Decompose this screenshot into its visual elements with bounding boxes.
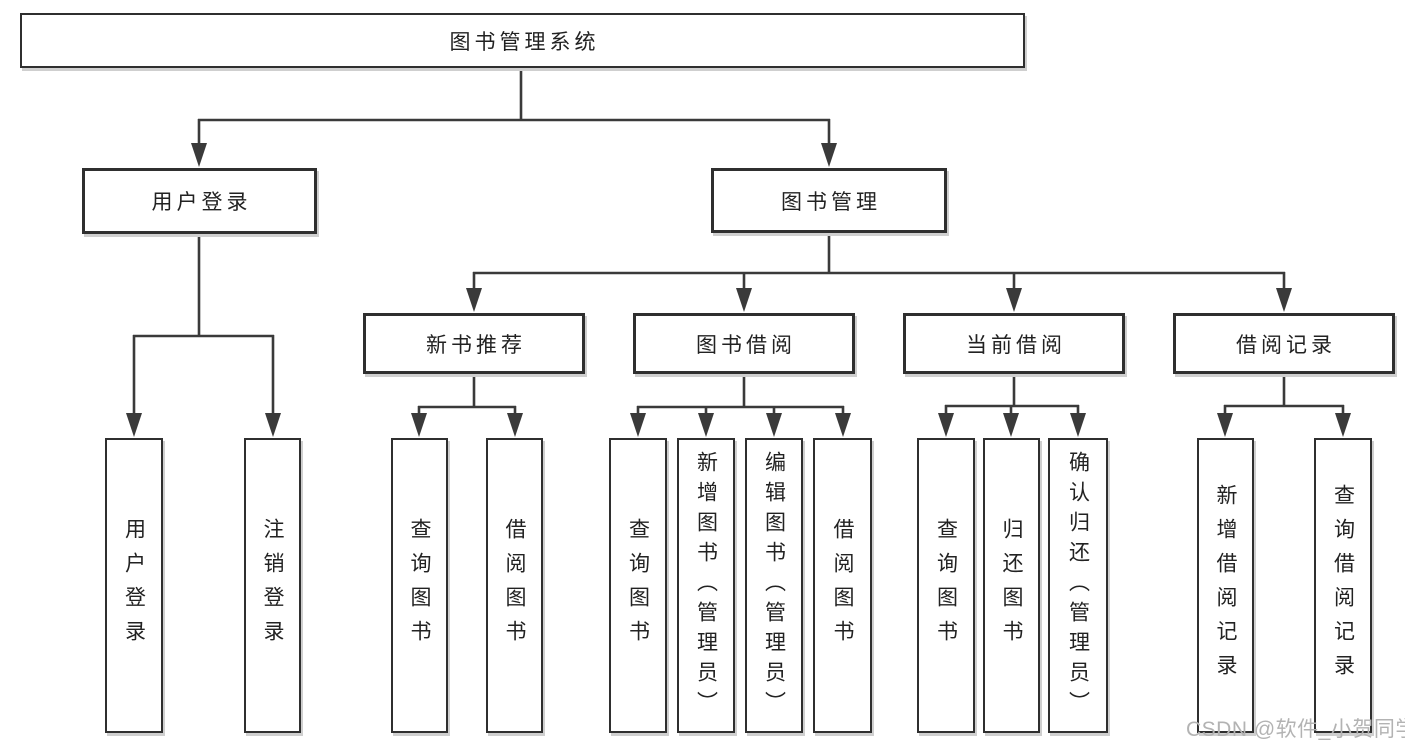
leaf-logout: 注销登录 <box>244 438 301 733</box>
leaf-records-add-record: 新增借阅记录 <box>1197 438 1254 733</box>
leaf-borrow-query-books: 查询图书 <box>609 438 667 733</box>
leaf-label: 新增图书（管理员） <box>694 450 718 721</box>
arrow-down-icon <box>835 413 851 437</box>
leaf-current-return-books: 归还图书 <box>983 438 1040 733</box>
connector-lines <box>132 68 1345 416</box>
leaf-user-login: 用户登录 <box>105 438 163 733</box>
arrow-down-icon <box>265 413 281 437</box>
node-label: 图书管理系统 <box>449 30 600 54</box>
node-user-login: 用户登录 <box>82 168 317 234</box>
node-current-borrow: 当前借阅 <box>903 313 1125 374</box>
node-borrow-records: 借阅记录 <box>1173 313 1395 374</box>
node-new-book-recommend: 新书推荐 <box>363 313 585 374</box>
leaf-label: 归还图书 <box>1000 517 1023 654</box>
arrow-down-icon <box>466 288 482 312</box>
leaf-label: 查询借阅记录 <box>1331 483 1355 688</box>
leaf-label: 用户登录 <box>122 517 146 654</box>
leaf-label: 新增借阅记录 <box>1214 483 1237 688</box>
node-label: 新书推荐 <box>426 333 526 357</box>
arrow-down-icon <box>1217 413 1233 437</box>
leaf-recommend-borrow-books: 借阅图书 <box>486 438 543 733</box>
leaf-borrow-borrow-books: 借阅图书 <box>813 438 872 733</box>
leaf-label: 注销登录 <box>261 517 284 654</box>
leaf-label: 编辑图书（管理员） <box>762 450 786 721</box>
leaf-borrow-edit-books-admin: 编辑图书（管理员） <box>745 438 803 733</box>
leaf-borrow-add-books-admin: 新增图书（管理员） <box>677 438 735 733</box>
arrow-down-icon <box>821 143 837 167</box>
leaf-recommend-query-books: 查询图书 <box>391 438 448 733</box>
node-label: 用户登录 <box>151 191 252 214</box>
node-label: 图书管理 <box>781 190 881 214</box>
arrow-down-icon <box>1335 413 1351 437</box>
node-label: 图书借阅 <box>696 333 796 357</box>
arrow-down-icon <box>191 143 207 167</box>
arrowheads <box>126 143 1351 437</box>
leaf-label: 借阅图书 <box>503 517 526 654</box>
arrow-down-icon <box>698 413 714 437</box>
leaf-current-confirm-return-admin: 确认归还（管理员） <box>1048 438 1108 733</box>
node-label: 当前借阅 <box>966 333 1066 357</box>
arrow-down-icon <box>630 413 646 437</box>
node-system-root: 图书管理系统 <box>20 13 1025 68</box>
arrow-down-icon <box>1006 288 1022 312</box>
node-label: 借阅记录 <box>1236 333 1336 357</box>
leaf-current-query-books: 查询图书 <box>917 438 975 733</box>
node-book-borrow: 图书借阅 <box>633 313 855 374</box>
leaf-label: 查询图书 <box>408 517 431 654</box>
leaf-label: 借阅图书 <box>831 517 854 654</box>
leaf-records-query-record: 查询借阅记录 <box>1314 438 1372 733</box>
arrow-down-icon <box>507 413 523 437</box>
arrow-down-icon <box>411 413 427 437</box>
arrow-down-icon <box>1003 413 1019 437</box>
arrow-down-icon <box>938 413 954 437</box>
arrow-down-icon <box>736 288 752 312</box>
node-book-management: 图书管理 <box>711 168 947 233</box>
leaf-label: 确认归还（管理员） <box>1066 450 1090 721</box>
arrow-down-icon <box>126 413 142 437</box>
watermark: CSDN @软件_小贺同学 <box>1186 718 1405 741</box>
arrow-down-icon <box>1276 288 1292 312</box>
leaf-label: 查询图书 <box>626 517 650 654</box>
leaf-label: 查询图书 <box>934 517 958 654</box>
arrow-down-icon <box>766 413 782 437</box>
arrow-down-icon <box>1070 413 1086 437</box>
